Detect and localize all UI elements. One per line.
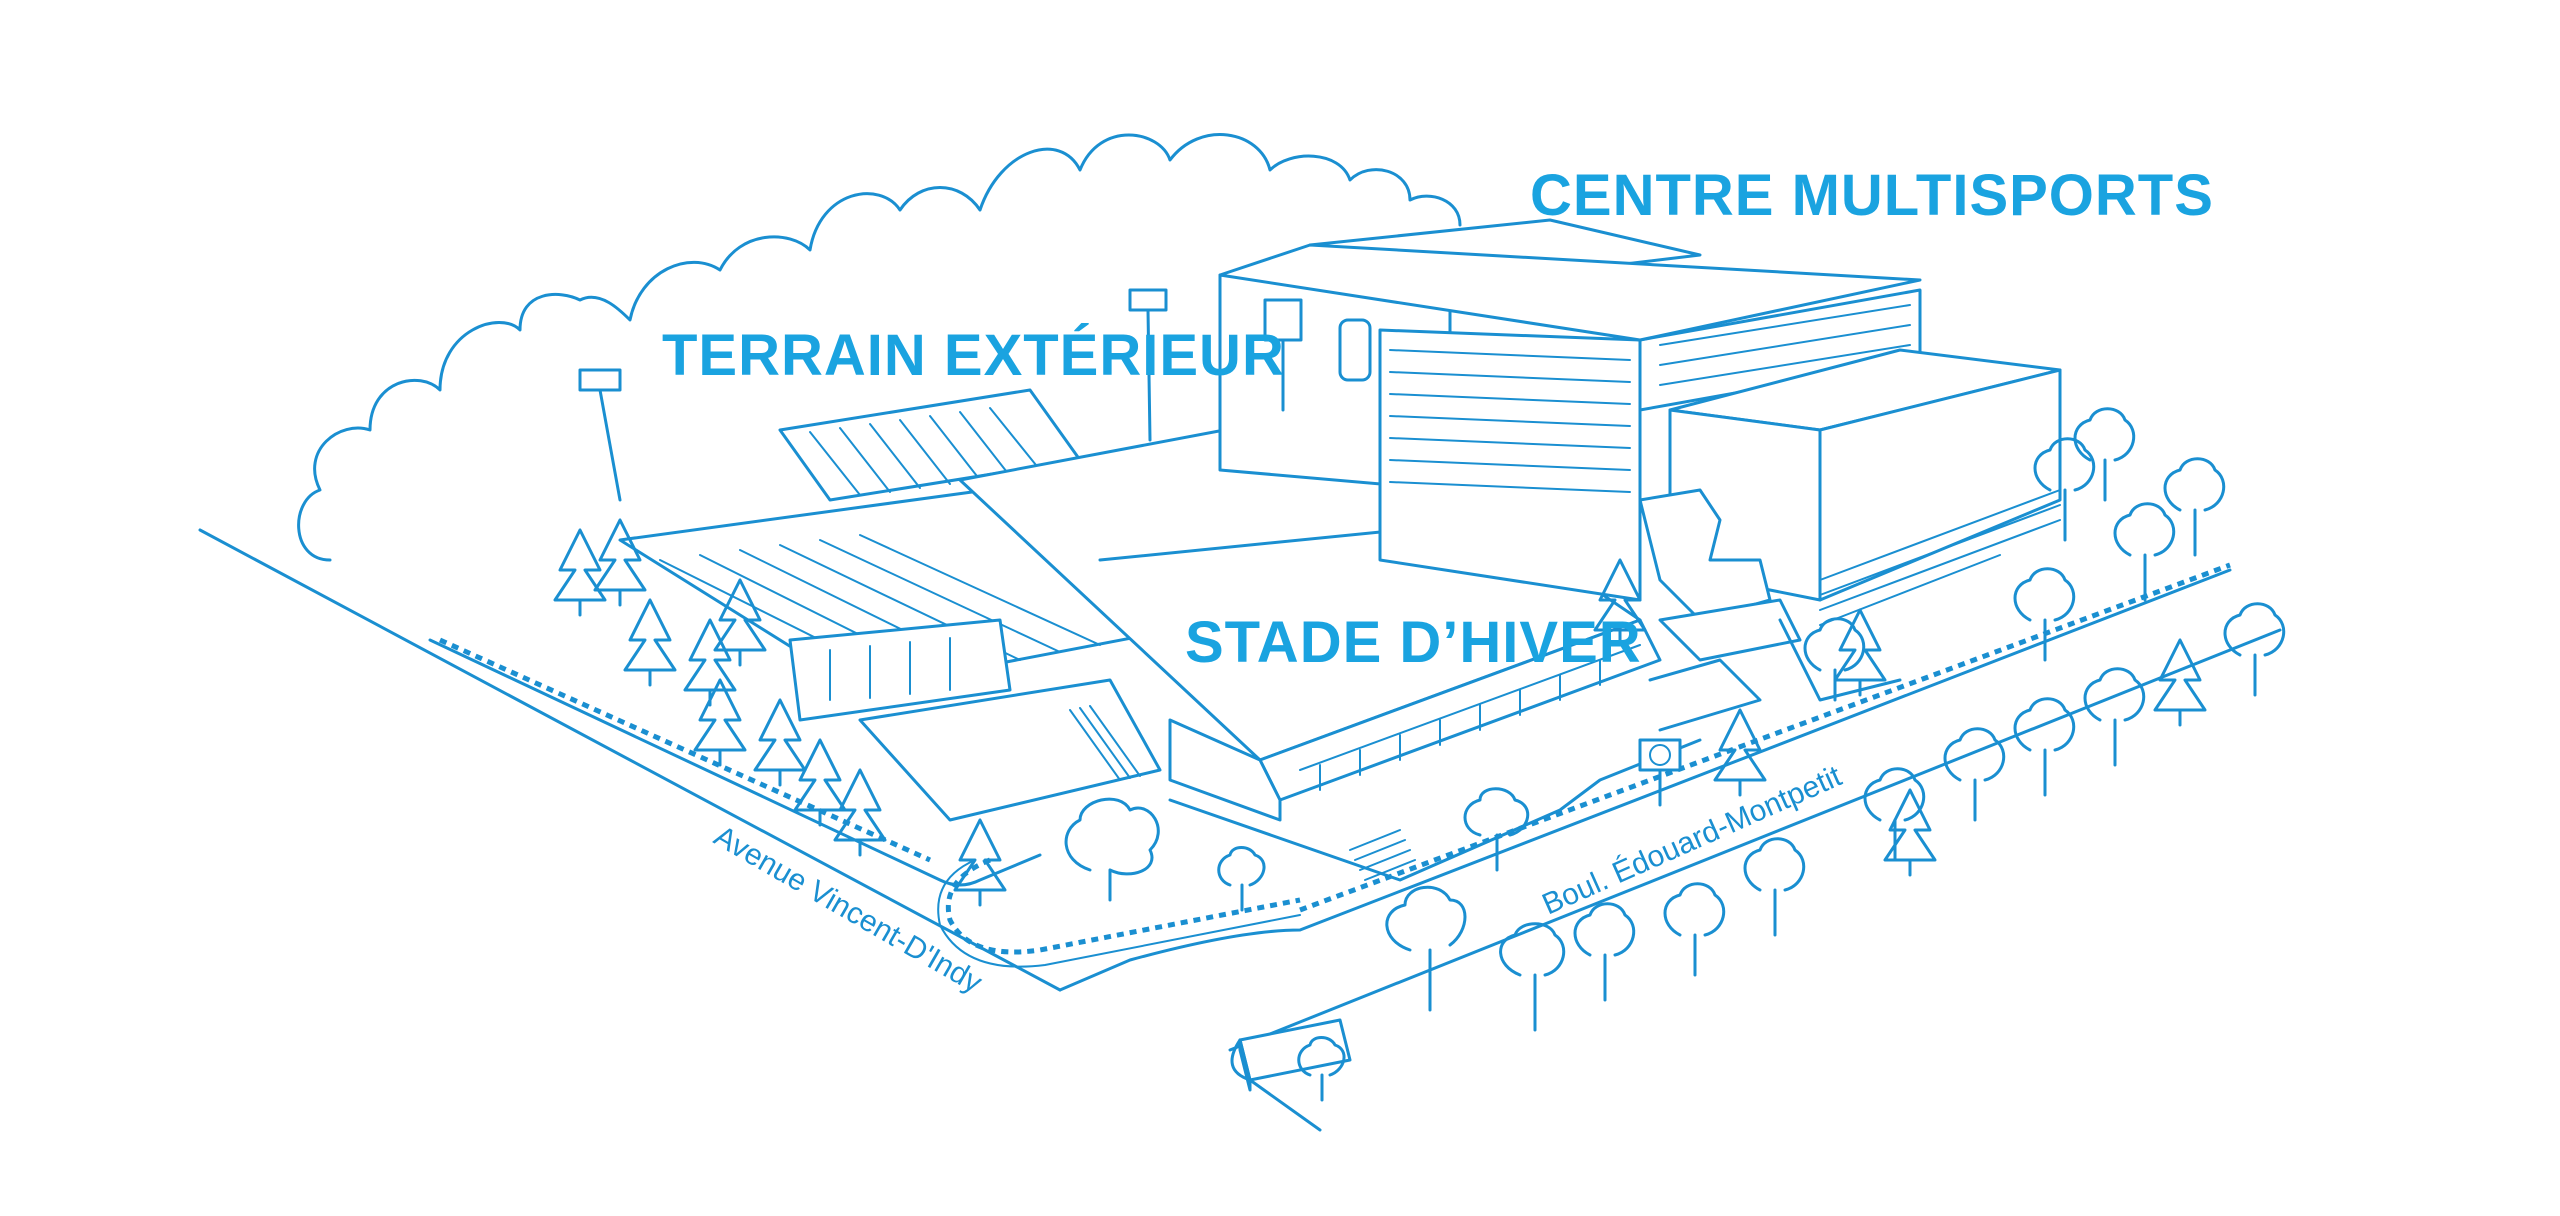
grandstand-stripes: [809, 407, 1041, 496]
road-vincent-dindy-sidewalk: [438, 637, 932, 863]
road-montpetit-sidewalk: [1299, 562, 2231, 913]
road-vincent-dindy-edge-outer: [198, 528, 1062, 992]
site-path-loop-edge: [937, 859, 1301, 968]
trees-deciduous: [1064, 407, 2286, 1102]
multisports-annex-side: [1818, 368, 2062, 602]
label-terrain-exterieur: TERRAIN EXTÉRIEUR: [662, 323, 1285, 388]
stade-hiver-wall: [1168, 718, 1282, 822]
stade-hiver-side-stripes: [829, 637, 951, 701]
stade-hiver-side-block: [788, 618, 1012, 722]
label-stade-hiver: STADE D’HIVER: [1185, 610, 1642, 675]
stade-hiver-window-band: [1299, 644, 1641, 791]
trees-conifer: [553, 518, 2207, 907]
multisports-connector-steps: [1638, 488, 1772, 622]
multisports-annex-base: [1819, 489, 2061, 626]
hill-canopy: [297, 133, 1462, 562]
stairs-left: [1069, 705, 1141, 781]
ramp-to-street: [1658, 598, 1802, 662]
light-pole-mid: [1128, 288, 1168, 442]
campus-sign: [1638, 738, 1682, 807]
ramp-path: [1648, 618, 1902, 732]
road-montpetit-edge-inner: [1058, 568, 2232, 992]
label-centre-multisports: CENTRE MULTISPORTS: [1530, 163, 2214, 228]
small-pavilion: [1238, 1018, 1352, 1092]
multisports-window-rows: [1389, 304, 1911, 493]
street-label-vincent-dindy: Avenue Vincent-D'Indy: [709, 819, 988, 999]
stairs-front: [1349, 829, 1416, 881]
street-label-edouard-montpetit: Boul. Édouard-Montpetit: [1537, 759, 1847, 921]
field-stripes: [659, 534, 1101, 681]
multisports-tower-element: [1263, 298, 1372, 412]
plaza-outline: [1168, 738, 1702, 882]
road-montpetit-edge-outer: [1228, 628, 2282, 1052]
light-pole-left: [578, 368, 622, 502]
multisports-top-block: [1218, 243, 1922, 342]
